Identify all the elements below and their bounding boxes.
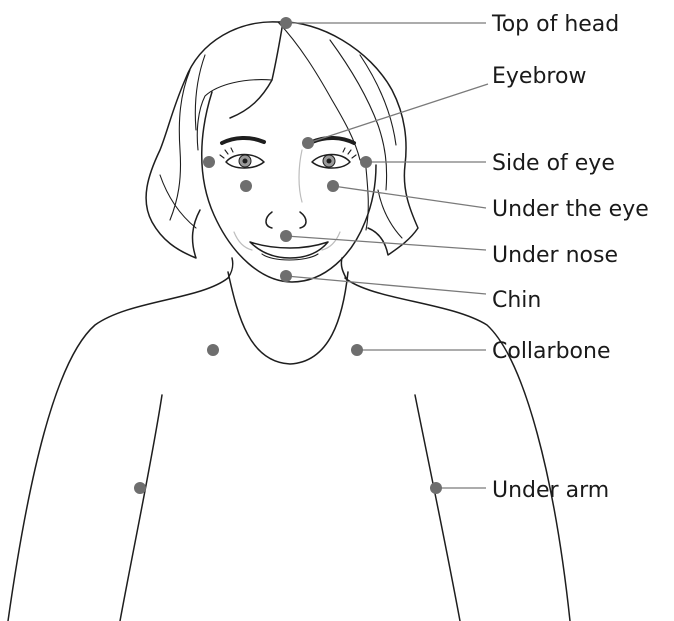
collarbone-right-point <box>351 344 363 356</box>
left-eye <box>220 148 264 168</box>
label-under-nose: Under nose <box>492 243 618 268</box>
side-of-eye-left-point <box>203 156 215 168</box>
shirt-collar <box>228 272 348 364</box>
child-illustration <box>8 22 570 621</box>
top-of-head-point <box>280 17 292 29</box>
label-top-of-head: Top of head <box>491 12 619 37</box>
label-under-arm: Under arm <box>492 478 609 503</box>
shoulders-outline <box>8 278 228 621</box>
label-collarbone: Collarbone <box>492 339 610 364</box>
under-the-eye-right-point <box>327 180 339 192</box>
under-the-eye-left-point <box>240 180 252 192</box>
collarbone-left-point <box>207 344 219 356</box>
tapping-points <box>134 17 442 494</box>
face-outline <box>202 92 376 282</box>
hair-part <box>230 22 283 118</box>
under-arm-left-point <box>134 482 146 494</box>
side-of-eye-right-point <box>360 156 372 168</box>
right-eyebrow <box>312 138 354 143</box>
nose <box>266 212 306 228</box>
label-side-of-eye: Side of eye <box>492 151 615 176</box>
left-eyebrow <box>222 138 264 143</box>
label-chin: Chin <box>492 288 541 313</box>
label-under-the-eye: Under the eye <box>492 197 649 222</box>
chin-point <box>280 270 292 282</box>
right-arm-line <box>415 395 460 621</box>
under-nose-point <box>280 230 292 242</box>
point-labels: Top of head Eyebrow Side of eye Under th… <box>491 12 649 503</box>
leader-eyebrow <box>308 84 488 143</box>
left-arm-line <box>120 395 162 621</box>
hair-outline <box>146 22 418 258</box>
label-eyebrow: Eyebrow <box>492 64 586 89</box>
under-arm-right-point <box>430 482 442 494</box>
eyebrow-point <box>302 137 314 149</box>
leader-chin <box>286 276 486 294</box>
right-eye <box>312 148 356 168</box>
